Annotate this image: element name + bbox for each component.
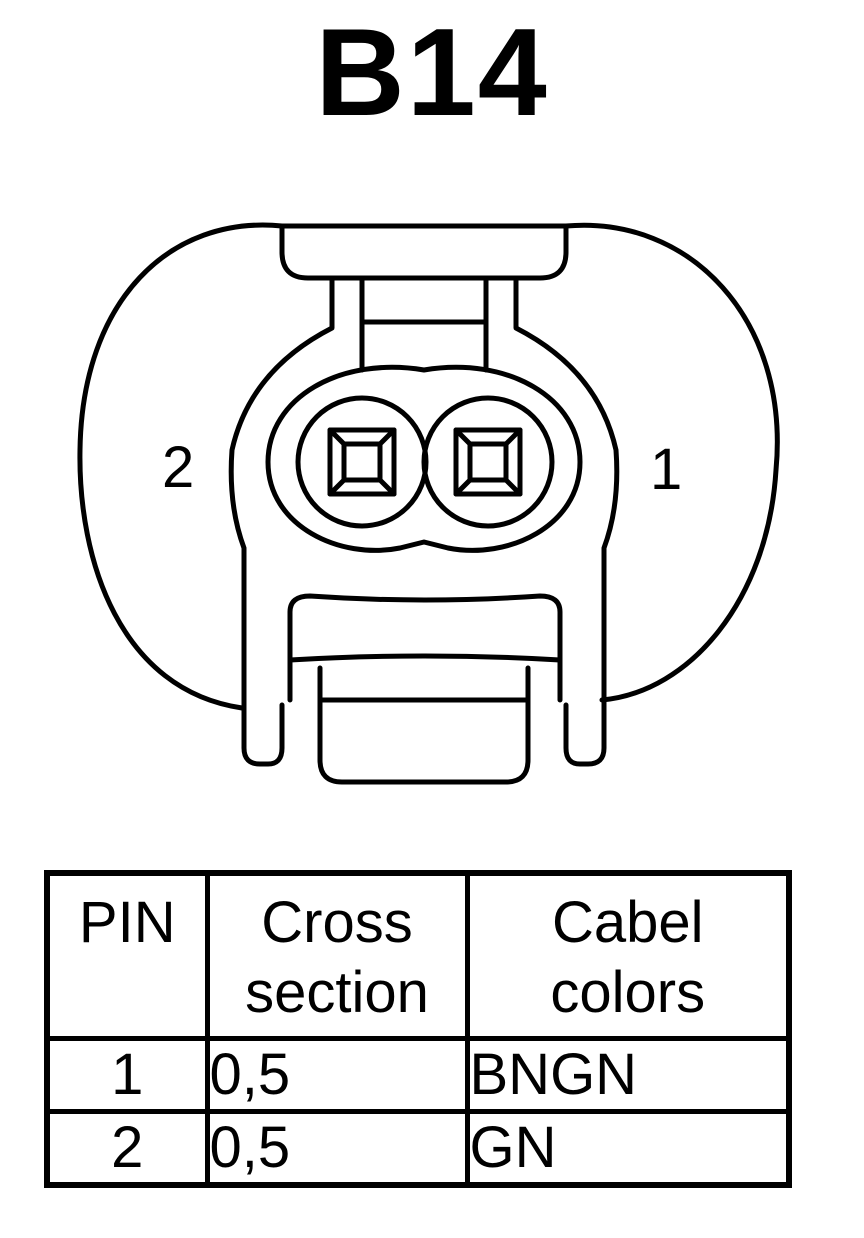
header-cross-section-line1: Cross <box>261 890 413 955</box>
header-cable-colors: Cabel colors <box>464 870 792 1041</box>
pin-socket-1 <box>421 395 555 529</box>
release-tab <box>287 657 563 703</box>
pin-pocket-outer <box>265 364 583 553</box>
pin-socket-2 <box>295 395 429 529</box>
locking-bar <box>287 593 563 663</box>
connector-diagram <box>77 222 780 785</box>
header-cross-section: Cross section <box>204 870 470 1041</box>
top-latch <box>279 223 569 281</box>
table-row: 1 0,5 BNGN <box>44 1035 792 1114</box>
cell-color: BNGN <box>464 1035 792 1114</box>
header-cable-colors-line1: Cabel <box>551 890 704 955</box>
table-header-row: PIN Cross section Cabel colors <box>44 870 792 1041</box>
cell-cross-section: 0,5 <box>204 1108 470 1187</box>
outer-housing <box>77 222 780 711</box>
pin-label-1: 1 <box>650 437 683 502</box>
header-cross-section-line2: section <box>245 960 429 1025</box>
pin-contact-1 <box>453 427 523 497</box>
cell-cross-section: 0,5 <box>204 1035 470 1114</box>
header-pin: PIN <box>44 870 210 1041</box>
header-cable-colors-line2: colors <box>550 960 706 1025</box>
connector-title: B14 <box>315 4 549 142</box>
pin-label-2: 2 <box>162 435 195 500</box>
inner-body <box>228 275 335 767</box>
pin-contact-2 <box>327 427 397 497</box>
cell-color: GN <box>464 1108 792 1187</box>
cell-pin: 2 <box>44 1108 210 1187</box>
pin-table: PIN Cross section Cabel colors 1 0,5 BNG… <box>44 870 792 1188</box>
cell-pin: 1 <box>44 1035 210 1114</box>
table-row: 2 0,5 GN <box>44 1108 792 1187</box>
